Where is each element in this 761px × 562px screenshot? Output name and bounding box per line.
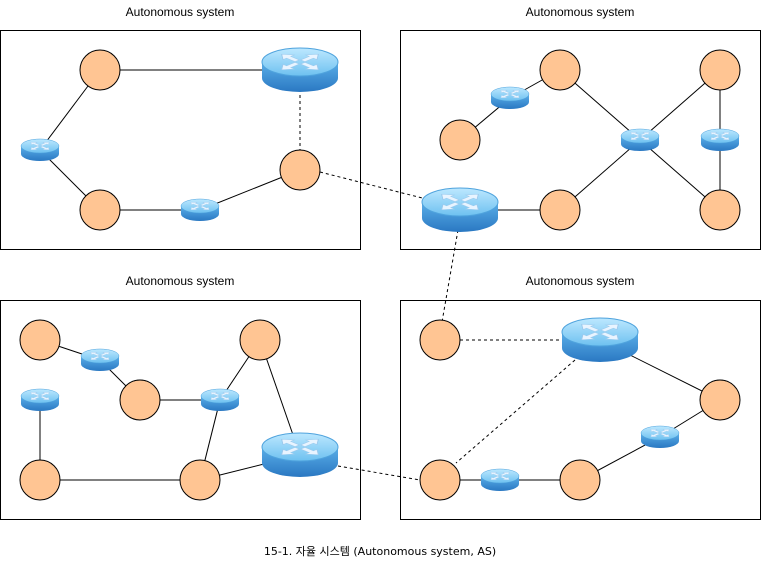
as-title-top-right: Autonomous system bbox=[526, 5, 635, 19]
host-node-icon bbox=[19, 459, 61, 501]
figure-caption: 15-1. 자율 시스템 (Autonomous system, AS) bbox=[264, 545, 496, 558]
as-title-top-left: Autonomous system bbox=[126, 5, 235, 19]
router-icon bbox=[80, 348, 120, 371]
host-node-icon bbox=[699, 49, 741, 91]
routers bbox=[20, 47, 740, 491]
host-node-icon bbox=[419, 459, 461, 501]
router-icon bbox=[200, 388, 240, 411]
dashed-links bbox=[299, 95, 576, 481]
as-box-bottom-left bbox=[0, 300, 361, 520]
router-icon bbox=[261, 432, 339, 477]
host-node-icon bbox=[559, 459, 601, 501]
router-icon bbox=[700, 128, 740, 151]
router-icon bbox=[490, 86, 530, 109]
host-node-icon bbox=[539, 49, 581, 91]
host-nodes bbox=[19, 49, 741, 501]
host-node-icon bbox=[439, 119, 481, 161]
host-node-icon bbox=[79, 189, 121, 231]
router-icon bbox=[640, 425, 680, 448]
host-node-icon bbox=[119, 379, 161, 421]
router-icon bbox=[20, 138, 60, 161]
host-node-icon bbox=[79, 49, 121, 91]
router-icon bbox=[561, 317, 639, 362]
router-icon bbox=[421, 187, 499, 232]
router-icon bbox=[620, 128, 660, 151]
as-title-bottom-left: Autonomous system bbox=[126, 274, 235, 288]
as-title-bottom-right: Autonomous system bbox=[526, 274, 635, 288]
host-node-icon bbox=[19, 319, 61, 361]
host-node-icon bbox=[239, 319, 281, 361]
host-node-icon bbox=[179, 459, 221, 501]
host-node-icon bbox=[539, 189, 581, 231]
host-node-icon bbox=[699, 189, 741, 231]
host-node-icon bbox=[419, 319, 461, 361]
router-icon bbox=[180, 198, 220, 221]
host-node-icon bbox=[699, 379, 741, 421]
router-icon bbox=[20, 388, 60, 411]
router-icon bbox=[480, 468, 520, 491]
host-node-icon bbox=[279, 149, 321, 191]
router-icon bbox=[261, 47, 339, 92]
